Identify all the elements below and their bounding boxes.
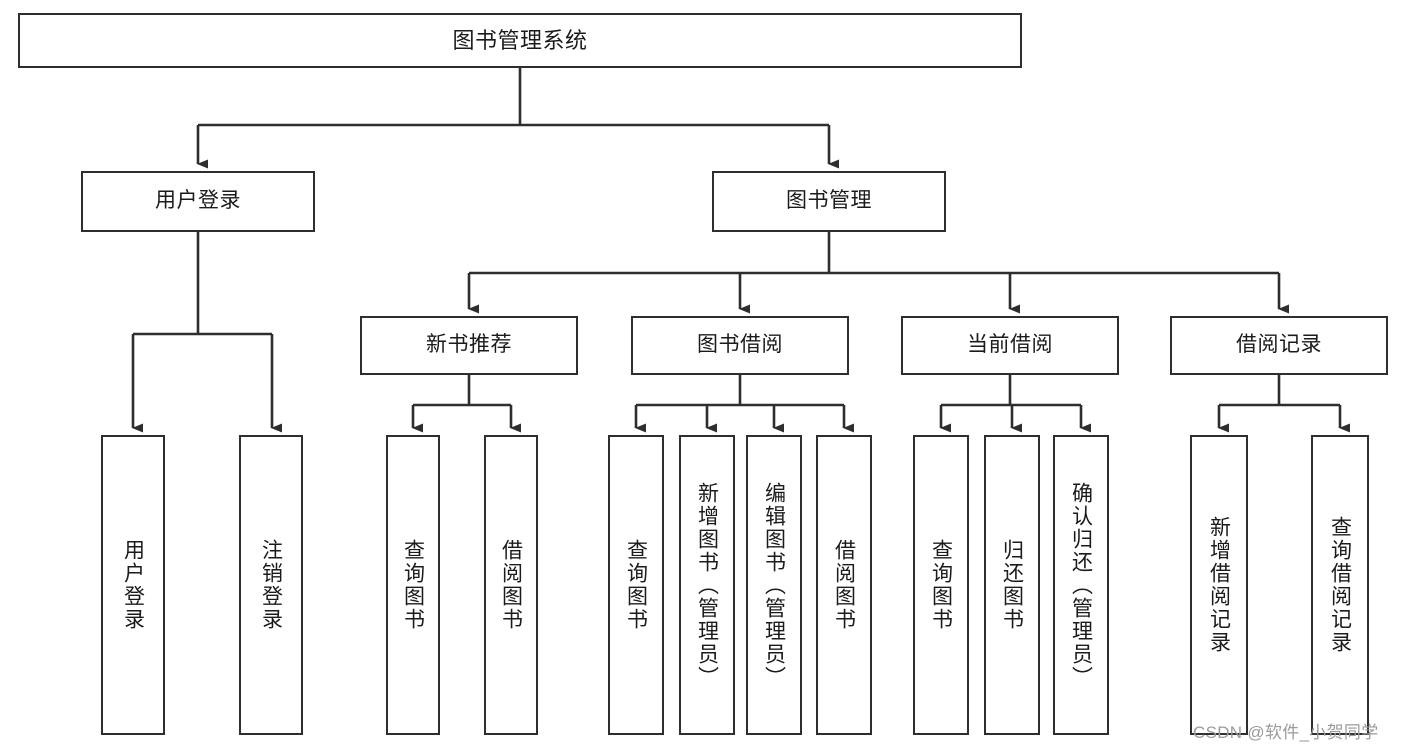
node-level3-book-borrow[interactable]: 图书借阅 <box>631 316 849 375</box>
node-label: 新书推荐 <box>426 333 512 357</box>
node-label: 借阅图书 <box>499 539 523 631</box>
node-label: 查询图书 <box>401 539 425 631</box>
node-leaf-return-book[interactable]: 归还图书 <box>984 435 1040 735</box>
node-label: 用户登录 <box>155 189 241 213</box>
node-leaf-edit-book-admin[interactable]: 编辑图书（管理员） <box>746 435 802 735</box>
node-label: 注销登录 <box>259 539 283 631</box>
node-leaf-query-book-current[interactable]: 查询图书 <box>913 435 969 735</box>
node-leaf-logout[interactable]: 注销登录 <box>239 435 303 735</box>
node-level3-borrow-record[interactable]: 借阅记录 <box>1170 316 1388 375</box>
node-leaf-add-book-admin[interactable]: 新增图书（管理员） <box>679 435 735 735</box>
node-label: 确认归还（管理员） <box>1069 481 1093 689</box>
node-label: 查询借阅记录 <box>1328 516 1352 654</box>
node-leaf-add-borrow-record[interactable]: 新增借阅记录 <box>1190 435 1248 735</box>
node-leaf-user-login[interactable]: 用户登录 <box>101 435 165 735</box>
node-leaf-confirm-return-admin[interactable]: 确认归还（管理员） <box>1053 435 1109 735</box>
node-label: 当前借阅 <box>967 333 1053 357</box>
node-label: 新增图书（管理员） <box>695 481 719 689</box>
csdn-watermark: CSDN @软件_小贺同学 <box>1193 723 1379 742</box>
node-label: 借阅图书 <box>832 539 856 631</box>
node-label: 新增借阅记录 <box>1207 516 1231 654</box>
node-label: 编辑图书（管理员） <box>762 481 786 689</box>
node-label: 归还图书 <box>1000 539 1024 631</box>
node-label: 查询图书 <box>929 539 953 631</box>
node-leaf-borrow-book[interactable]: 借阅图书 <box>816 435 872 735</box>
node-leaf-query-book-borrow[interactable]: 查询图书 <box>608 435 664 735</box>
node-leaf-borrow-book-rec[interactable]: 借阅图书 <box>484 435 538 735</box>
node-level2-book-management[interactable]: 图书管理 <box>712 171 946 232</box>
node-label: 借阅记录 <box>1236 333 1322 357</box>
node-label: 用户登录 <box>121 539 145 631</box>
node-label: 图书借阅 <box>697 333 783 357</box>
node-level2-user-login[interactable]: 用户登录 <box>81 171 315 232</box>
node-root[interactable]: 图书管理系统 <box>18 13 1022 68</box>
node-level3-new-book-recommend[interactable]: 新书推荐 <box>360 316 578 375</box>
node-leaf-query-borrow-record[interactable]: 查询借阅记录 <box>1311 435 1369 735</box>
node-label: 图书管理系统 <box>452 27 588 53</box>
node-label: 图书管理 <box>786 189 872 213</box>
node-level3-current-borrow[interactable]: 当前借阅 <box>901 316 1119 375</box>
node-label: 查询图书 <box>624 539 648 631</box>
node-leaf-query-book-rec[interactable]: 查询图书 <box>386 435 440 735</box>
